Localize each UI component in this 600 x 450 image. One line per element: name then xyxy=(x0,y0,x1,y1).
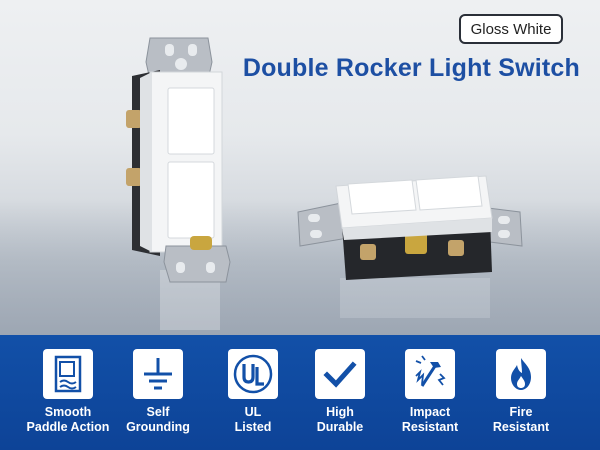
feature-fire-resistant: Fire Resistant xyxy=(476,349,566,435)
features-band: Smooth Paddle Action Self Grounding xyxy=(0,335,600,450)
paddle-switch-icon xyxy=(43,349,93,399)
flame-icon xyxy=(496,349,546,399)
feature-label-line2: Listed xyxy=(234,420,272,434)
feature-ul-listed: UL Listed xyxy=(208,349,298,435)
feature-label-line2: Resistant xyxy=(492,420,550,434)
horizontal-switch-image xyxy=(297,176,523,280)
checkmark-icon xyxy=(315,349,365,399)
feature-label-line1: Self xyxy=(146,405,170,419)
feature-high-durable: High Durable xyxy=(295,349,385,435)
feature-label-line1: Fire xyxy=(509,405,533,419)
ul-icon xyxy=(228,349,278,399)
feature-label-line1: UL xyxy=(244,405,262,419)
product-scene: Gloss White Double Rocker Light Switch xyxy=(0,0,600,335)
product-title: Double Rocker Light Switch xyxy=(242,54,580,82)
feature-self-grounding: Self Grounding xyxy=(113,349,203,435)
ground-icon xyxy=(133,349,183,399)
feature-label-line2: Paddle Action xyxy=(26,420,110,434)
hammer-impact-icon xyxy=(405,349,455,399)
feature-label-line1: Smooth xyxy=(44,405,92,419)
finish-badge: Gloss White xyxy=(459,14,563,44)
feature-impact-resistant: Impact Resistant xyxy=(385,349,475,435)
feature-label-line1: Impact xyxy=(409,405,451,419)
feature-label-line2: Durable xyxy=(316,420,364,434)
feature-label-line2: Grounding xyxy=(126,420,190,434)
feature-smooth-paddle: Smooth Paddle Action xyxy=(23,349,113,435)
feature-label-line2: Resistant xyxy=(401,420,459,434)
feature-label-line1: High xyxy=(326,405,354,419)
vertical-switch-image xyxy=(126,37,231,283)
